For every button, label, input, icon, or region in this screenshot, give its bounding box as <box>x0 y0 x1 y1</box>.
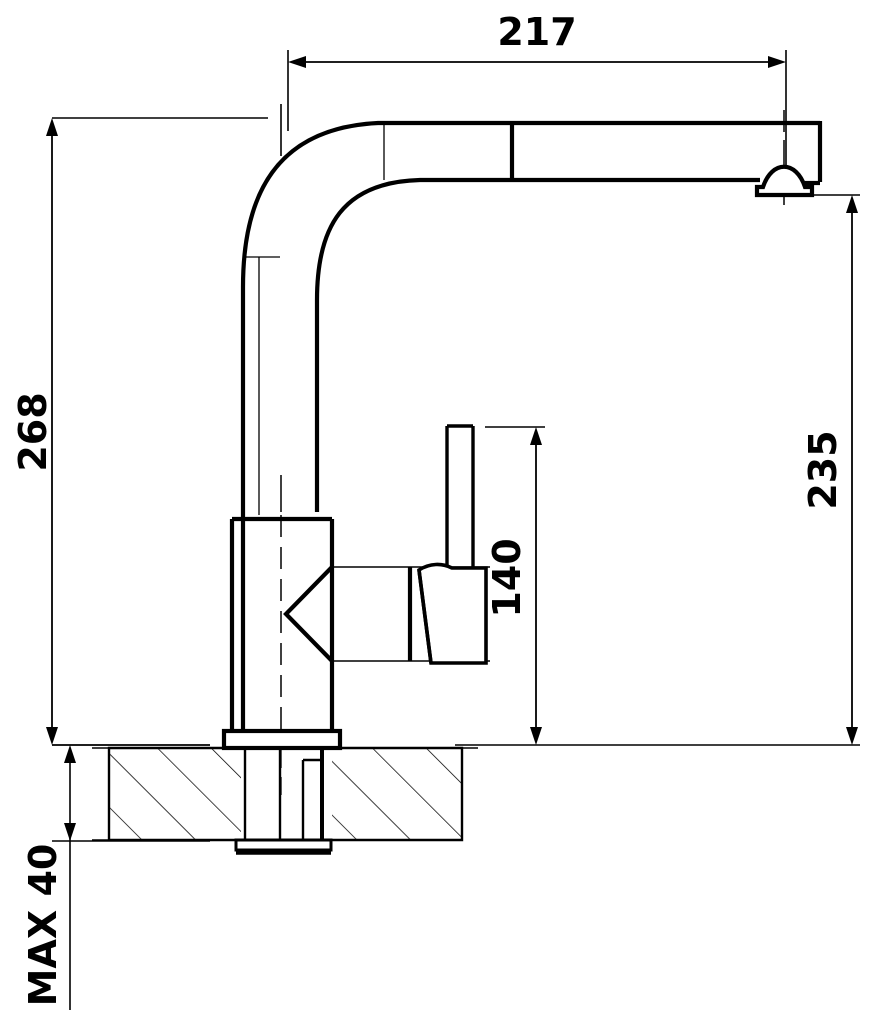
dimension-label-217: 217 <box>497 10 576 54</box>
dimension-label-max-40: MAX 40 <box>21 844 65 1007</box>
mounting-shank <box>234 748 333 855</box>
arrowhead-top <box>46 118 58 136</box>
countertop-hatch-left <box>109 748 241 840</box>
aerator-nozzle <box>754 164 815 198</box>
spout-inner-profile <box>314 177 760 512</box>
dimension-label-140: 140 <box>485 538 529 617</box>
base-flange <box>221 728 343 751</box>
dimension-label-268: 268 <box>11 392 55 471</box>
dimension-reach-217: 217 <box>287 10 787 185</box>
arrowhead-bottom <box>846 727 858 745</box>
arrowhead-bottom <box>64 823 76 841</box>
spout-outer-profile <box>240 120 820 745</box>
arrowhead-right <box>768 56 786 68</box>
countertop-hatch-right <box>332 748 462 840</box>
dimension-handle-height-140: 140 <box>485 426 545 745</box>
arrowhead-left <box>288 56 306 68</box>
arrowhead-top <box>64 745 76 763</box>
mounting-washer <box>234 838 333 852</box>
dimension-total-height-268: 268 <box>11 117 268 746</box>
arrowhead-top <box>530 427 542 445</box>
arrowhead-bottom <box>530 727 542 745</box>
countertop-section <box>92 746 478 842</box>
faucet-outline <box>221 120 823 751</box>
dimension-spout-height-235: 235 <box>455 194 860 746</box>
arrowhead-bottom <box>46 727 58 745</box>
lever-lower-left-edge <box>417 569 433 664</box>
body-chevron-detail <box>283 565 334 663</box>
arrowhead-top <box>846 195 858 213</box>
dimension-label-235: 235 <box>801 430 845 509</box>
countertop-outline <box>107 746 464 842</box>
lever-lower-body <box>417 562 488 665</box>
